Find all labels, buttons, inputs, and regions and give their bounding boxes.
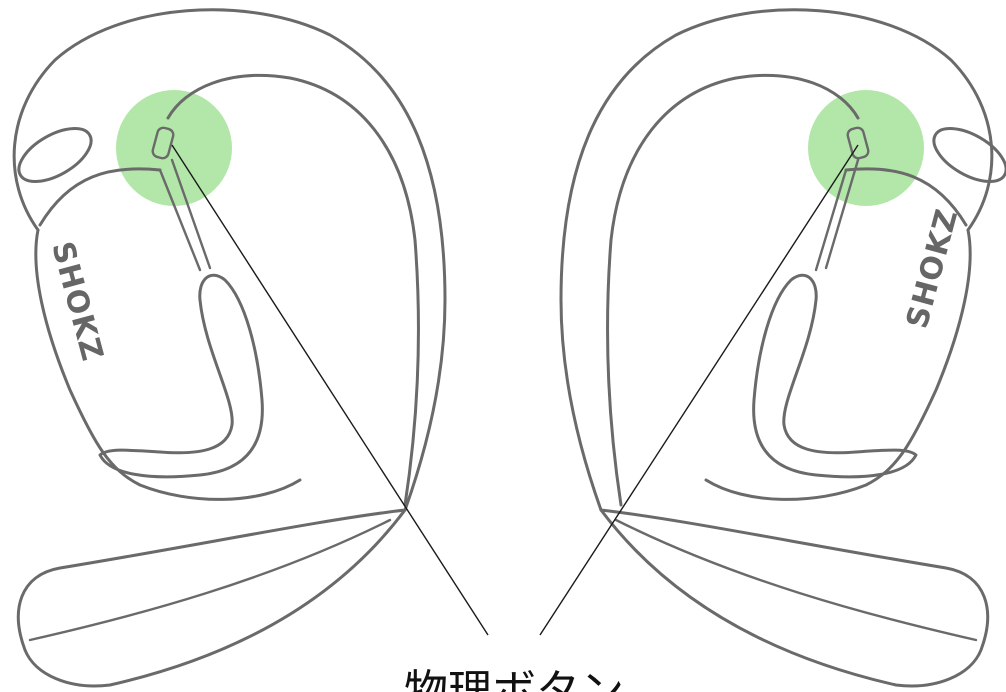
right-brand-logo: SHOKZ [900,205,965,332]
right-sensor-oval [925,118,1006,193]
right-button-highlight [808,90,924,206]
right-pod-inner [754,275,916,477]
physical-button-caption: 物理ボタン [404,666,624,692]
left-band-upper [18,510,405,686]
left-pod-inner [100,275,262,477]
left-earbud: SHOKZ [10,10,445,686]
right-band-upper [601,510,988,686]
right-leader-line [540,145,858,635]
right-earbud: SHOKZ [561,10,1006,686]
